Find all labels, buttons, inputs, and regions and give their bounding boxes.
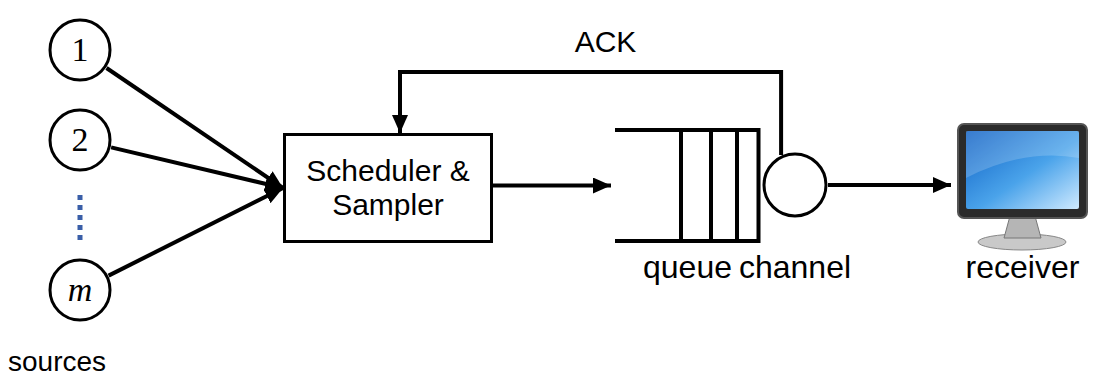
connector-arrow <box>109 188 283 276</box>
source-number: 1 <box>72 30 89 69</box>
source-circle: 2 <box>48 108 112 172</box>
edge-label: ACK <box>575 25 637 58</box>
receiver-monitor: receiver <box>955 118 1090 253</box>
circle-outline <box>762 152 828 218</box>
connector-arrow <box>111 147 283 188</box>
connector-arrow <box>107 68 284 188</box>
group-label: sources <box>8 347 106 378</box>
source-number: 2 <box>72 120 89 159</box>
component-label: queue <box>643 250 732 285</box>
source-circle: m <box>48 258 112 322</box>
queue-symbol: queue <box>615 128 760 243</box>
component-label: channel <box>739 250 851 285</box>
process-box: Scheduler & Sampler <box>283 133 493 243</box>
queue-outline <box>615 128 760 243</box>
ellipsis-dots <box>78 195 83 242</box>
source-number: m <box>68 270 93 309</box>
source-circle: 1 <box>48 18 112 82</box>
component-label: receiver <box>966 250 1080 285</box>
channel-circle: channel <box>762 152 828 218</box>
connector-arrow <box>828 183 951 187</box>
box-label: Scheduler & Sampler <box>293 154 483 223</box>
monitor-outline <box>955 118 1090 253</box>
connector-arrow <box>493 184 611 188</box>
